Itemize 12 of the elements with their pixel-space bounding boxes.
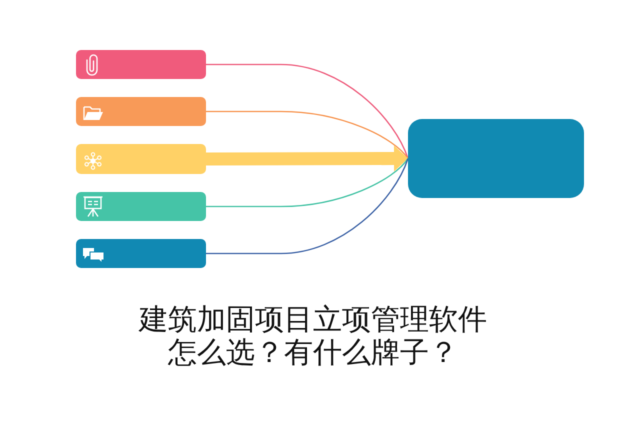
connector-line [206,110,408,159]
icon-box [76,50,206,79]
icon-box [76,97,206,126]
connector-line [206,158,409,254]
target-box [408,119,584,198]
connector-line [206,64,409,159]
arrow [206,146,408,172]
title: 建筑加固项目立项管理软件怎么选？有什么牌子？ [138,304,488,370]
icon-box [76,144,206,174]
icon-box [76,239,206,268]
icon-box [76,192,206,221]
connector-line [206,158,409,208]
